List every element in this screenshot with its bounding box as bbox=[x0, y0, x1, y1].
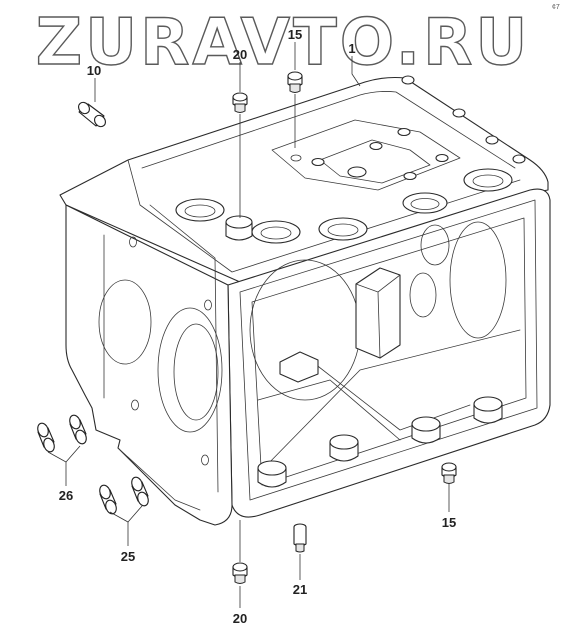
plate-hole bbox=[290, 154, 302, 162]
plate-boss-6 bbox=[369, 141, 383, 151]
side-step-line bbox=[117, 447, 201, 511]
bottom-boss-1 bbox=[257, 460, 287, 476]
part-20-bottom-plug bbox=[232, 562, 248, 584]
side-hole bbox=[129, 236, 137, 248]
internal-lug bbox=[279, 351, 319, 383]
bottom-boss-3 bbox=[411, 416, 441, 432]
side-bore-large-inner bbox=[173, 323, 219, 421]
top-bore-2-inner bbox=[260, 226, 292, 240]
plate-boss-2 bbox=[311, 157, 325, 167]
callout-1: 1 bbox=[348, 41, 355, 56]
flange-bolt bbox=[452, 108, 466, 118]
front-bore-small bbox=[409, 272, 437, 318]
internal-bracket bbox=[355, 267, 401, 359]
top-rim-line bbox=[127, 159, 521, 273]
top-bore-4 bbox=[402, 192, 448, 214]
part-25-caps bbox=[99, 476, 149, 515]
side-bore-large bbox=[157, 307, 223, 433]
front-bore-upper bbox=[420, 224, 450, 266]
part-26-caps bbox=[37, 414, 87, 453]
callout-25: 25 bbox=[121, 549, 135, 564]
front-frame-outer bbox=[239, 199, 538, 501]
top-bore-4-inner bbox=[410, 198, 440, 210]
gearbox-housing bbox=[59, 75, 551, 526]
plate-boss bbox=[347, 166, 367, 178]
internal-rib bbox=[261, 329, 521, 471]
plate-boss-3 bbox=[397, 127, 411, 137]
callout-26: 26 bbox=[59, 488, 73, 503]
top-bore-2 bbox=[251, 220, 301, 244]
plate-boss-4 bbox=[435, 153, 449, 163]
side-bore-upper bbox=[98, 279, 152, 365]
top-bore-5 bbox=[463, 168, 513, 192]
watermark-text: ZURAVTO.RU bbox=[36, 6, 531, 80]
internal-bracket-edge bbox=[355, 274, 401, 359]
part-21-pin bbox=[293, 523, 307, 553]
housing-side-face bbox=[65, 204, 233, 526]
leader-lines bbox=[47, 42, 450, 608]
top-bore-5-inner bbox=[472, 174, 504, 188]
callout-20-top: 20 bbox=[233, 47, 247, 62]
part-15-right-plug bbox=[441, 462, 457, 484]
side-edge-line bbox=[149, 204, 219, 493]
top-bore-3-inner bbox=[327, 223, 359, 237]
side-hole bbox=[201, 454, 209, 466]
housing-front-face bbox=[227, 188, 551, 518]
side-hole bbox=[204, 299, 212, 311]
flange-bolt bbox=[401, 75, 415, 85]
callout-15-top: 15 bbox=[288, 27, 302, 42]
part-15-top-plug bbox=[287, 71, 303, 93]
control-plate-inner bbox=[319, 139, 431, 184]
part-10-plug bbox=[78, 101, 106, 128]
flange-bolt bbox=[485, 135, 499, 145]
top-boss-cap bbox=[225, 215, 253, 229]
bottom-boss-4 bbox=[473, 396, 503, 412]
side-hole bbox=[131, 399, 139, 411]
internal-rib-2 bbox=[257, 379, 401, 441]
plate-boss-5 bbox=[403, 171, 417, 181]
front-frame-inner bbox=[251, 217, 527, 486]
top-rim-line-2 bbox=[141, 91, 516, 169]
part-20-top-plug bbox=[232, 92, 248, 113]
callout-10: 10 bbox=[87, 63, 101, 78]
top-bore-1-inner bbox=[184, 204, 216, 218]
top-bore-3 bbox=[318, 217, 368, 241]
callout-21: 21 bbox=[293, 582, 307, 597]
bottom-boss-2 bbox=[329, 434, 359, 450]
internal-rib-3 bbox=[309, 359, 471, 431]
control-plate-outline bbox=[271, 119, 461, 191]
callout-20-bottom: 20 bbox=[233, 611, 247, 626]
front-bore-right bbox=[449, 221, 507, 339]
callout-15-right: 15 bbox=[442, 515, 456, 530]
flange-bolt bbox=[512, 154, 526, 164]
top-bore-1 bbox=[175, 198, 225, 222]
corner-mark: ¢7 bbox=[552, 4, 560, 11]
